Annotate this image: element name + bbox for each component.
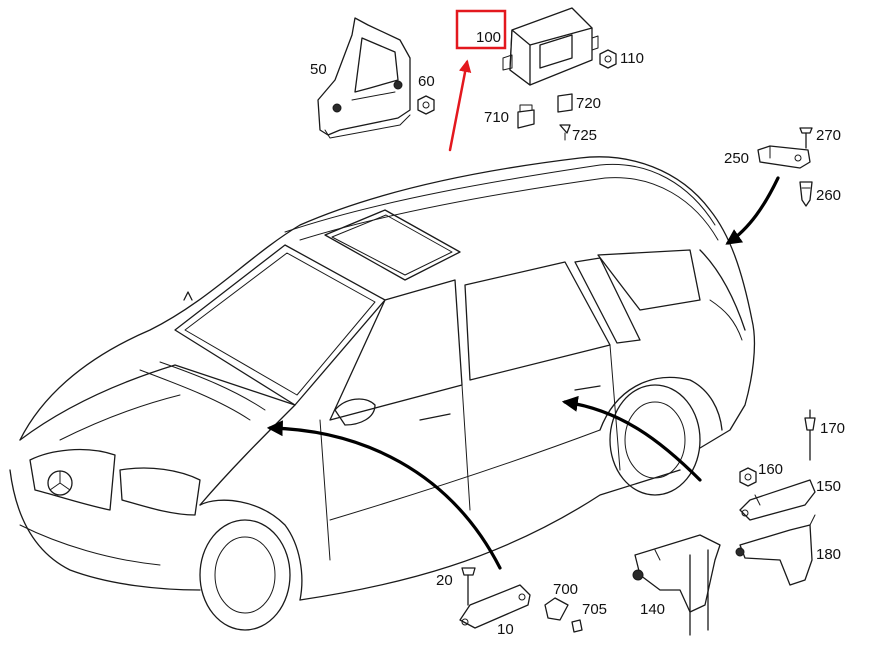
part-705-pin xyxy=(571,619,583,633)
callout-labels: 50 60 100 110 710 720 725 250 270 260 17… xyxy=(310,29,845,638)
arrow-to-rear-area xyxy=(725,176,780,245)
callout-150: 150 xyxy=(816,478,841,495)
part-725-pin xyxy=(559,124,571,141)
callout-160: 160 xyxy=(758,461,783,478)
callout-110: 110 xyxy=(620,50,644,67)
part-250-bracket xyxy=(757,145,811,169)
part-50-bracket xyxy=(317,17,411,139)
part-20-bolt xyxy=(461,567,476,606)
arrow-to-front-area xyxy=(266,420,502,570)
indicator-arrows xyxy=(266,176,780,570)
part-700-connector xyxy=(544,597,569,621)
part-170-rivet xyxy=(804,409,816,461)
callout-250: 250 xyxy=(724,150,749,167)
part-260-clip xyxy=(799,181,813,207)
callout-725: 725 xyxy=(572,127,597,144)
part-160-nut xyxy=(739,467,757,487)
callout-50: 50 xyxy=(310,61,327,78)
highlight-arrow xyxy=(448,59,472,152)
callout-710: 710 xyxy=(484,109,509,126)
part-10-bracket xyxy=(459,584,531,629)
callout-260: 260 xyxy=(816,187,841,204)
part-270-bolt xyxy=(799,127,813,149)
arrow-to-door-area xyxy=(561,395,702,482)
highlight-box-part-100 xyxy=(455,9,507,50)
callout-270: 270 xyxy=(816,127,841,144)
part-60-nut xyxy=(417,95,435,115)
callout-720: 720 xyxy=(576,95,601,112)
callout-140: 140 xyxy=(640,601,665,618)
callout-705: 705 xyxy=(582,601,607,618)
part-150-bracket xyxy=(739,479,816,521)
part-710-connector xyxy=(517,104,535,129)
callout-170: 170 xyxy=(820,420,845,437)
callout-180: 180 xyxy=(816,546,841,563)
part-110-nut xyxy=(599,49,617,69)
part-100-control-module xyxy=(502,7,599,86)
callout-100: 100 xyxy=(476,29,501,46)
vehicle-illustration xyxy=(9,156,756,631)
callout-10: 10 xyxy=(497,621,514,638)
callout-700: 700 xyxy=(553,581,578,598)
part-180-bracket xyxy=(735,514,816,586)
callout-20: 20 xyxy=(436,572,453,589)
part-140-mount xyxy=(632,534,721,636)
callout-60: 60 xyxy=(418,73,435,90)
part-720-connector xyxy=(557,93,573,113)
